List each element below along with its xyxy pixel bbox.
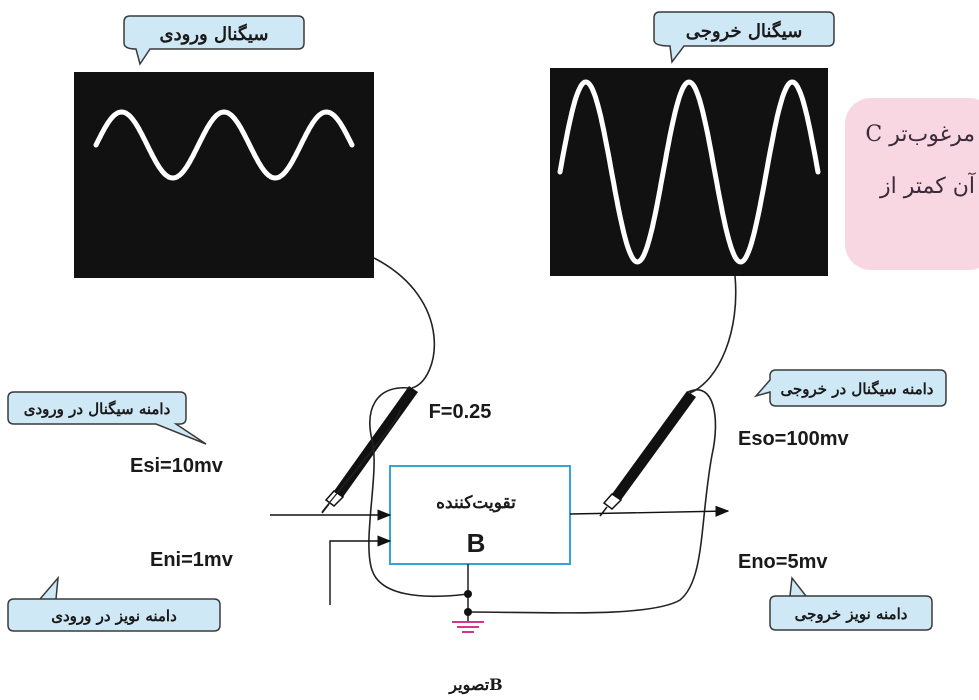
amplifier-id: B [467,528,486,558]
input-waveform [93,109,355,181]
bubble-output-signal: سیگنال خروجی [653,11,835,64]
input-probe-cable [373,257,436,389]
output-arrow [569,505,730,517]
input-ground-lead [368,387,469,598]
output-probe-cable [689,275,737,394]
eso-label: Eso=100mv [738,428,850,450]
noise-figure-label: F=0.25 [429,401,492,423]
bubble-input-signal-text: سیگنال ورودی [160,23,269,45]
side-note: C مرغوب‌تر آن کمتر از [845,98,979,270]
output-ground-lead [467,389,717,614]
input-scope [74,72,374,278]
side-note-line-2: آن کمتر از [879,172,976,199]
bubble-input-signal-amplitude: دامنه سیگنال در ورودی [7,391,207,445]
output-waveform [557,79,821,265]
bubble-output-signal-amplitude-text: دامنه سیگنال در خروجی [781,380,934,398]
bubble-input-signal-amplitude-text: دامنه سیگنال در ورودی [24,400,171,418]
bubble-input-signal: سیگنال ورودی [123,15,305,66]
amplifier-box [389,465,571,565]
eno-label: Eno=5mv [738,551,828,573]
side-note-line-1: C مرغوب‌تر [865,122,975,147]
bubble-input-noise-amplitude-text: دامنه نویز در ورودی [51,607,177,625]
output-scope [550,68,828,276]
esi-label: Esi=10mv [130,455,224,477]
eni-label: Eni=1mv [150,549,234,571]
bubble-output-signal-amplitude: دامنه سیگنال در خروجی [753,369,947,407]
bubble-output-noise-amplitude: دامنه نویز خروجی [769,576,933,631]
bubble-output-signal-text: سیگنال خروجی [686,20,803,42]
junction-dot-upper [464,590,472,598]
figure-caption: تصویرB [448,675,502,695]
output-probe [599,391,696,517]
side-note-background [845,98,979,270]
output-scope-screen [550,68,828,276]
input-noise-arrow [329,535,392,605]
bubble-input-noise-amplitude: دامنه نویز در ورودی [7,575,221,632]
amplifier-title: تقویت‌کننده [436,493,516,513]
input-scope-screen [74,72,374,278]
bubble-output-noise-amplitude-text: دامنه نویز خروجی [795,605,908,623]
junction-dot-lower [464,608,472,616]
ground-icon [452,621,484,633]
